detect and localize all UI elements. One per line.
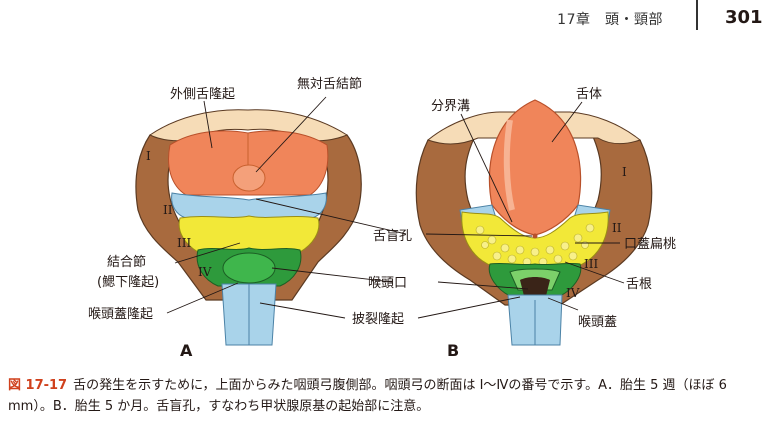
figure-number: 図 17-17	[8, 378, 68, 393]
label-laryngeal-orifice: 喉頭口	[368, 276, 407, 291]
panel-a-label: A	[180, 341, 193, 360]
panel-b-label: B	[447, 341, 459, 360]
chapter-title: 17章 頭・頸部	[557, 12, 663, 28]
header-divider	[696, 0, 698, 30]
arch-label-a-3: III	[177, 236, 191, 250]
panel-a-illustration	[135, 109, 362, 346]
arch-label-a-1: I	[146, 149, 151, 163]
page-header: 17章 頭・頸部 301	[0, 0, 773, 40]
arch-label-b-2: II	[612, 221, 622, 235]
arch-label-a-2: II	[163, 203, 173, 217]
caption-text: 舌の発生を示すために，上面からみた咽頭弓腹側部。咽頭弓の断面は Ⅰ〜Ⅳの番号で示…	[8, 378, 727, 414]
arch-label-b-1: I	[622, 165, 627, 179]
leader-lines	[166, 96, 625, 319]
tongue-development-figure: 外側舌隆起 無対舌結節 分界溝 舌体 舌盲孔 結合節 (鰓下隆起) 喉頭口 口蓋…	[88, 77, 676, 360]
arch-label-a-4: IV	[198, 265, 212, 279]
arch-label-b-3: III	[584, 257, 598, 271]
label-arytenoid-swelling: 披裂隆起	[352, 312, 404, 327]
label-epiglottal-swelling: 喉頭蓋隆起	[88, 307, 153, 322]
label-palatine-tonsil: 口蓋扁桃	[624, 237, 676, 252]
page-number: 301	[725, 7, 763, 28]
label-root-of-tongue: 舌根	[626, 277, 652, 292]
arch-label-b-4: IV	[566, 286, 580, 300]
label-terminal-sulcus: 分界溝	[431, 99, 470, 114]
label-hypobranchial: (鰓下隆起)	[97, 275, 159, 290]
label-epiglottis: 喉頭蓋	[578, 315, 617, 330]
label-copula: 結合節	[107, 255, 146, 270]
label-tuberculum-impar: 無対舌結節	[297, 77, 362, 92]
label-foramen-cecum: 舌盲孔	[373, 228, 412, 244]
label-lateral-lingual-swelling: 外側舌隆起	[170, 87, 235, 102]
label-body-of-tongue: 舌体	[576, 87, 602, 102]
